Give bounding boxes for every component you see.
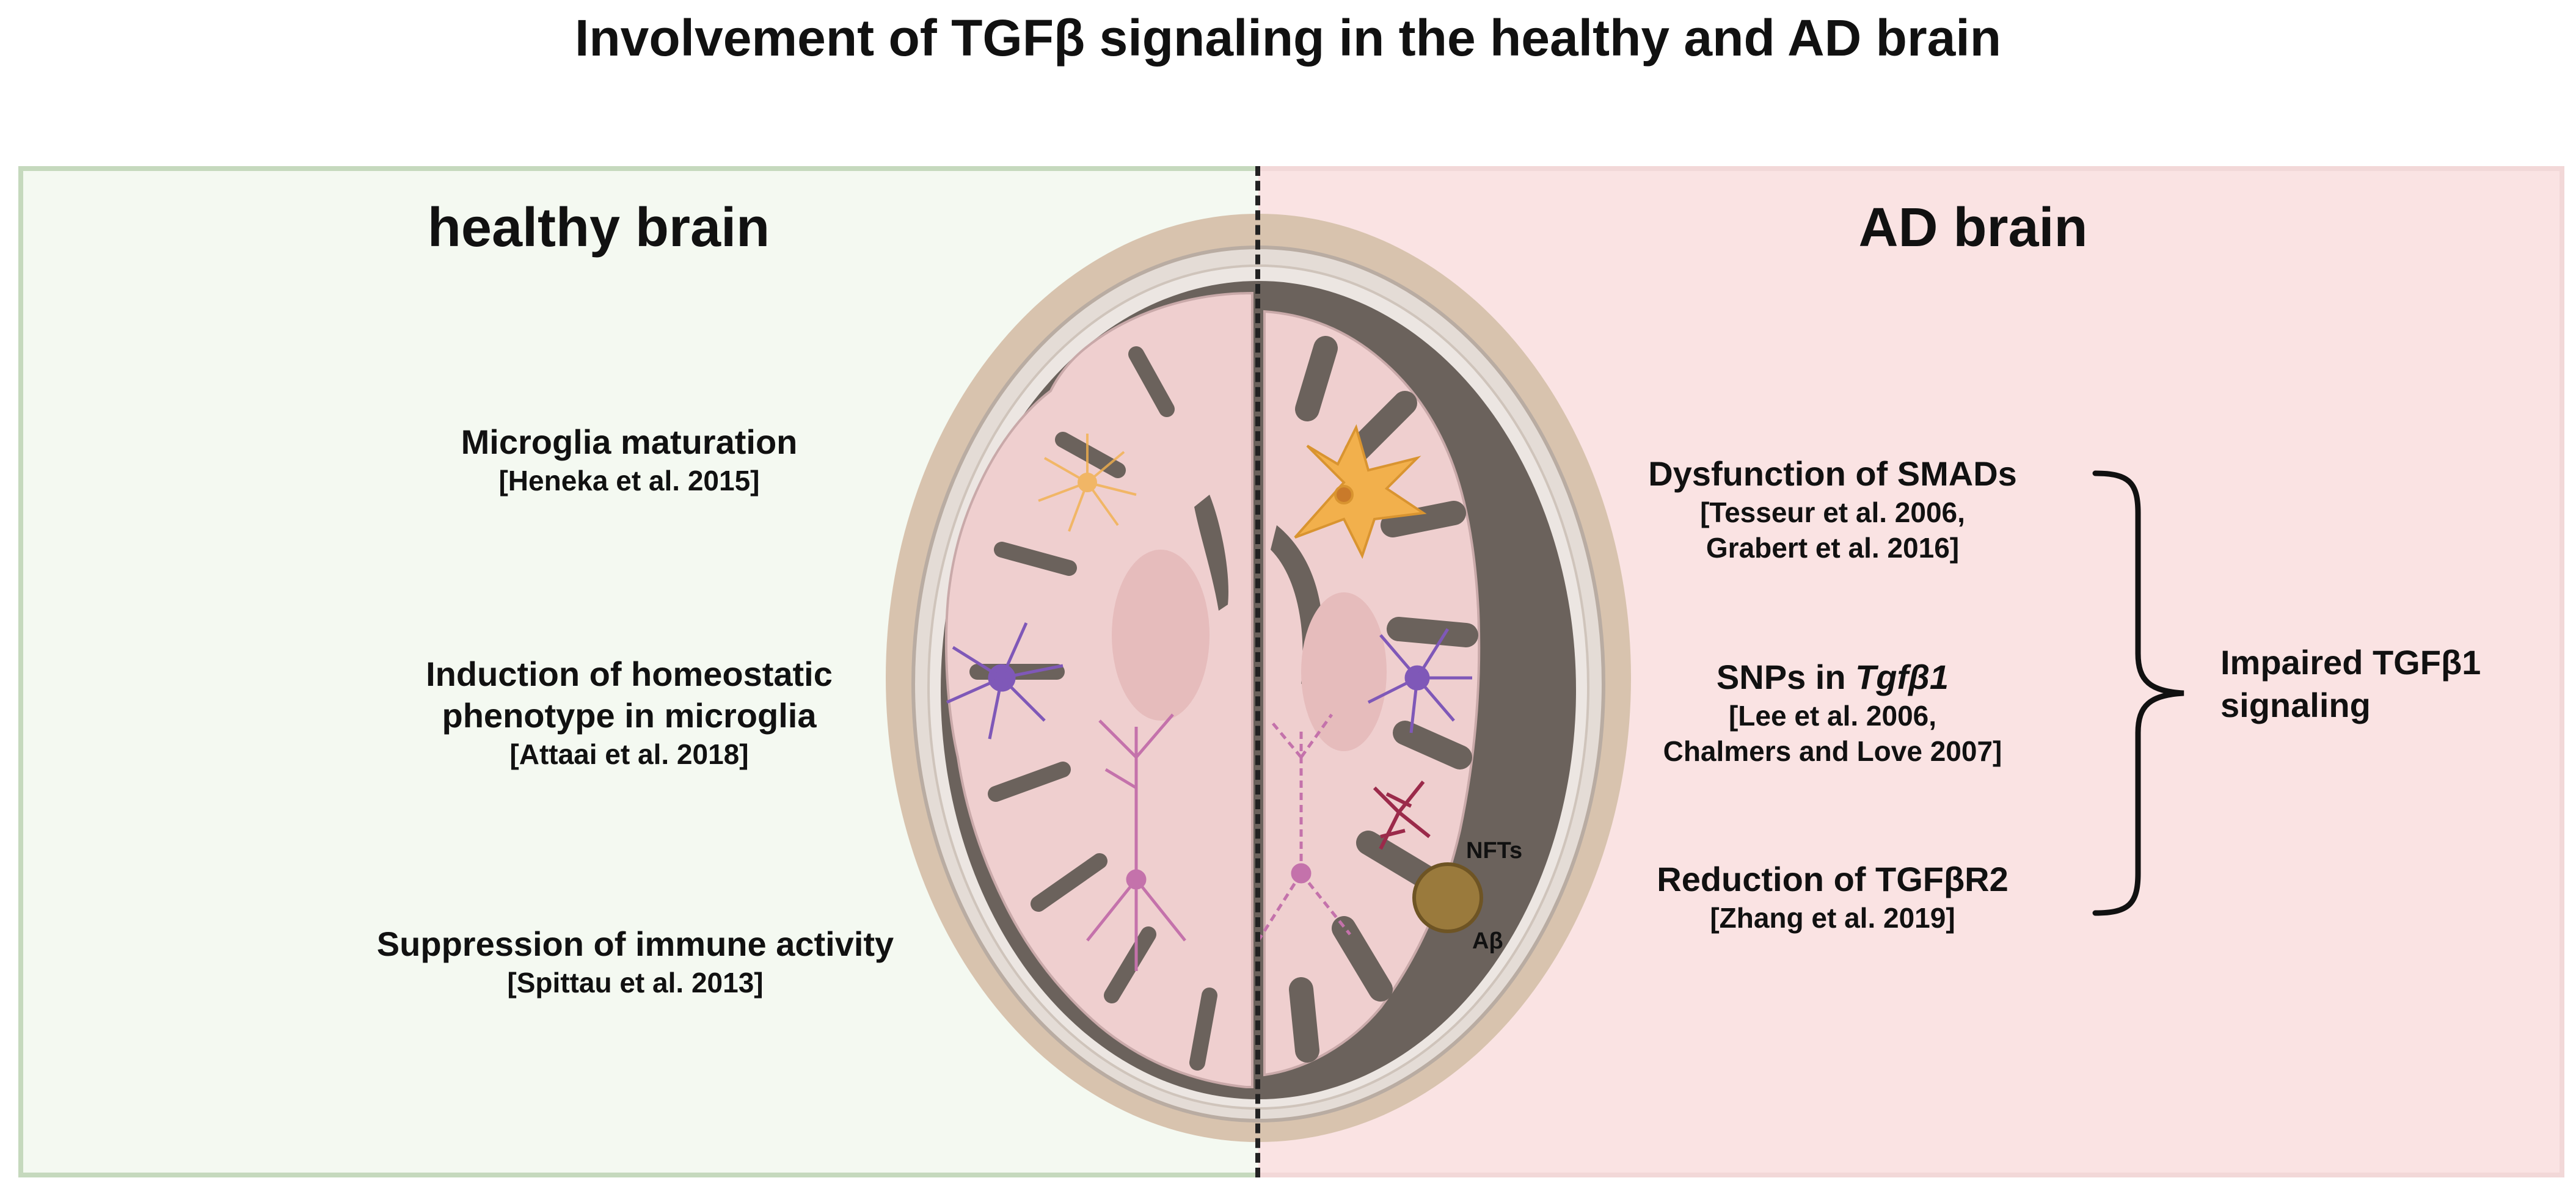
ad-item-smads: Dysfunction of SMADs [Tesseur et al. 200… — [1588, 453, 2077, 566]
healthy-item-homeostatic: Induction of homeostatic phenotype in mi… — [342, 653, 916, 772]
item-label: Suppression of immune activity — [376, 925, 894, 963]
impaired-signaling-summary: Impaired TGFβ1 signaling — [2220, 641, 2481, 727]
astrocyte-healthy — [1038, 434, 1137, 532]
neuron-healthy — [1086, 713, 1186, 971]
summary-line1: Impaired TGFβ1 — [2220, 643, 2481, 682]
ad-item-snps: SNPs in Tgfβ1 [Lee et al. 2006, Chalmers… — [1588, 657, 2077, 769]
item-label: SNPs in Tgfβ1 — [1588, 657, 2077, 698]
microglia-ad — [1367, 628, 1472, 733]
right-thalamus — [1301, 592, 1387, 751]
center-divider — [1255, 166, 1260, 1177]
gene-name: Tgfβ1 — [1855, 658, 1949, 696]
nfts-label: NFTs — [1466, 838, 1523, 864]
tangle-nfts — [1373, 780, 1431, 850]
figure-title: Involvement of TGFβ signaling in the hea… — [574, 9, 2002, 67]
item-reference: [Spittau et al. 2013] — [507, 967, 764, 999]
item-label: Microglia maturation — [461, 423, 798, 461]
item-label: Dysfunction of SMADs — [1648, 454, 2017, 493]
item-label: Reduction of TGFβR2 — [1657, 860, 2009, 898]
right-gyri — [1289, 336, 1478, 1063]
item-reference: [Zhang et al. 2019] — [1710, 902, 1955, 934]
left-hemisphere — [944, 291, 1253, 1088]
item-reference-line2: Chalmers and Love 2007] — [1663, 735, 2002, 767]
item-reference-line1: [Tesseur et al. 2006, — [1700, 497, 1965, 528]
left-thalamus — [1112, 550, 1210, 721]
healthy-heading: healthy brain — [427, 197, 770, 258]
left-ventricle — [1194, 495, 1228, 611]
item-reference-line2: Grabert et al. 2016] — [1706, 532, 1960, 564]
astrocyte-ad — [1294, 424, 1427, 559]
healthy-item-microglia-maturation: Microglia maturation [Heneka et al. 2015… — [354, 421, 904, 498]
ad-item-tgfbr2: Reduction of TGFβR2 [Zhang et al. 2019] — [1588, 859, 2077, 936]
item-label-line1: Induction of homeostatic — [426, 655, 833, 693]
healthy-item-immune-suppression: Suppression of immune activity [Spittau … — [330, 923, 941, 1000]
summary-line2: signaling — [2220, 686, 2371, 724]
item-reference: [Attaai et al. 2018] — [509, 738, 749, 770]
abeta-label: Aβ — [1472, 928, 1503, 954]
item-reference-line1: [Lee et al. 2006, — [1728, 700, 1937, 732]
microglia-healthy — [946, 622, 1064, 740]
item-reference: [Heneka et al. 2015] — [498, 465, 760, 497]
ad-heading: AD brain — [1858, 197, 2088, 258]
plaque-abeta — [1412, 862, 1483, 933]
neuron-ad — [1257, 713, 1351, 942]
item-label-line2: phenotype in microglia — [442, 696, 817, 735]
left-gyri — [969, 346, 1217, 1071]
item-label-prefix: SNPs in — [1716, 658, 1856, 696]
curly-bracket — [2092, 470, 2184, 916]
